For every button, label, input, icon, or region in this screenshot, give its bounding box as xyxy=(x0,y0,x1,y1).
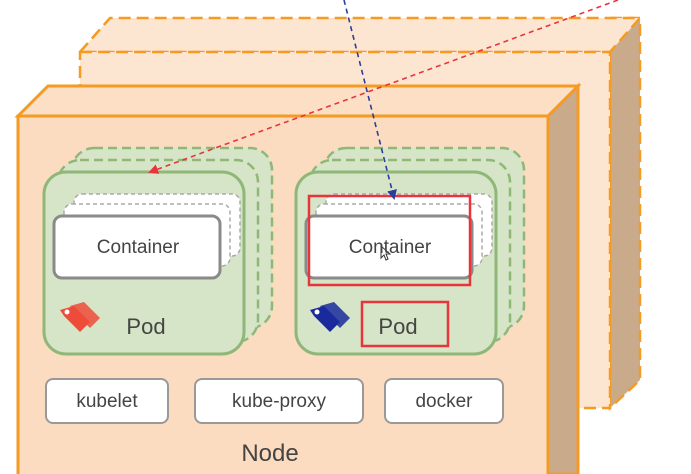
docker-label: docker xyxy=(415,391,473,412)
node-label: Node xyxy=(241,440,299,467)
pod-label: Pod xyxy=(126,314,166,339)
kube-proxy-box xyxy=(194,378,364,424)
docker-box xyxy=(384,378,504,424)
tag-icon xyxy=(310,302,350,332)
container-label: Container xyxy=(96,237,180,258)
container-label: Container xyxy=(348,237,432,258)
pod-1 xyxy=(42,146,274,356)
blue-dashed-arrow xyxy=(343,0,397,200)
mouse-cursor-icon xyxy=(380,244,392,261)
red-dashed-arrow xyxy=(148,0,619,174)
kubelet-label: kubelet xyxy=(76,391,138,412)
kubelet-box xyxy=(45,378,169,424)
pod-label: Pod xyxy=(378,314,418,339)
tag-icon xyxy=(60,302,100,332)
pod-2 xyxy=(294,146,526,356)
pod-highlight-box xyxy=(360,300,450,348)
kube-proxy-label: kube-proxy xyxy=(232,391,326,412)
